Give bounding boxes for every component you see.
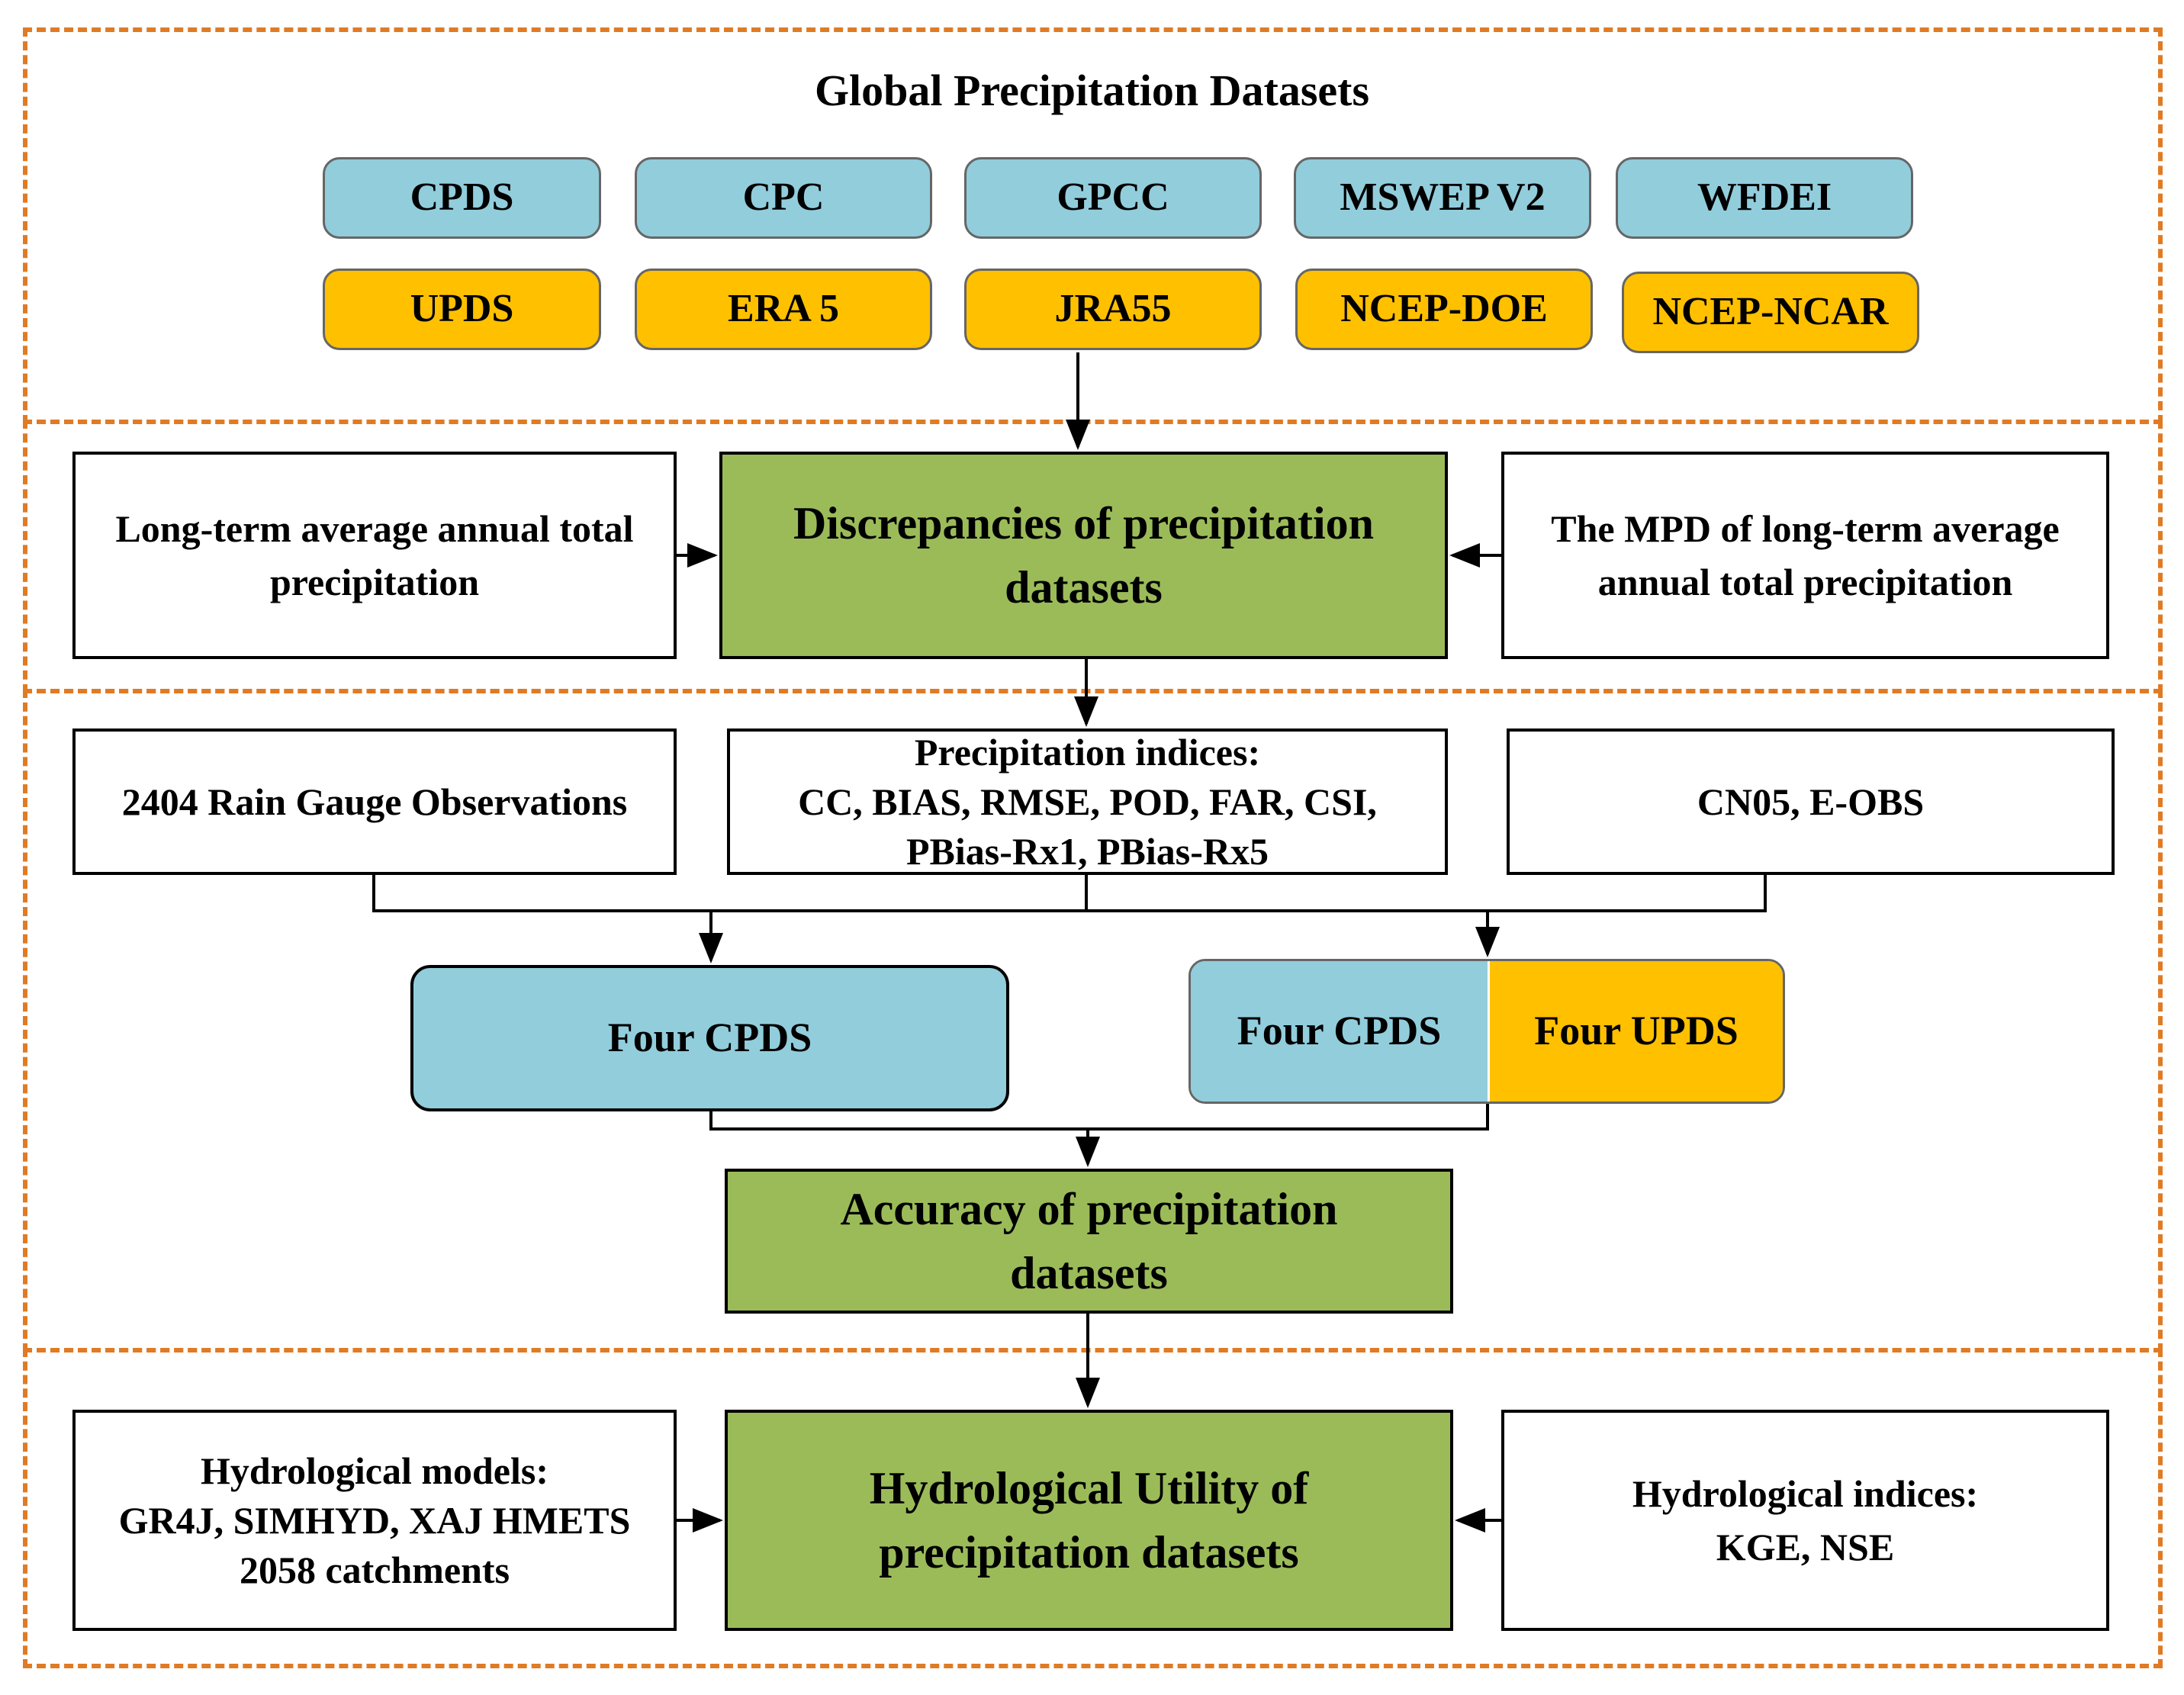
dataset-pill-upds: UPDS (323, 269, 601, 350)
arrow-bus-to-four-cpds (699, 909, 1086, 963)
dataset-pill-gpcc: GPCC (964, 157, 1262, 239)
input-box-precipitation-indices: Precipitation indices: CC, BIAS, RMSE, P… (727, 728, 1448, 875)
wire-four-cpds-to-accuracy (709, 1111, 1088, 1131)
input-box-hydrological-indices: Hydrological indices: KGE, NSE (1501, 1410, 2109, 1631)
result-box-hydrological-utility: Hydrological Utility of precipitation da… (725, 1410, 1453, 1631)
group-half-four-cpds: Four CPDS (1191, 961, 1490, 1102)
dataset-pill-wfdei: WFDEI (1616, 157, 1913, 239)
group-half-four-upds: Four UPDS (1490, 961, 1783, 1102)
dataset-pill-ncep-ncar: NCEP-NCAR (1622, 272, 1919, 353)
dataset-pill-ncep-doe: NCEP-DOE (1295, 269, 1593, 350)
input-box-rain-gauges: 2404 Rain Gauge Observations (72, 728, 677, 875)
dataset-pill-cpc: CPC (635, 157, 932, 239)
result-box-accuracy: Accuracy of precipitation datasets (725, 1169, 1453, 1314)
dataset-pill-mswep: MSWEP V2 (1294, 157, 1591, 239)
dataset-pill-cpds: CPDS (323, 157, 601, 239)
input-box-mpd: The MPD of long-term average annual tota… (1501, 452, 2109, 659)
group-box-cpds-upds: Four CPDS Four UPDS (1188, 959, 1785, 1104)
input-box-hydrological-models: Hydrological models: GR4J, SIMHYD, XAJ H… (72, 1410, 677, 1631)
result-box-discrepancies: Discrepancies of precipitation datasets (719, 452, 1448, 659)
dataset-pill-era5: ERA 5 (635, 269, 932, 350)
input-box-gridded-references: CN05, E-OBS (1507, 728, 2115, 875)
arrow-bus-to-cpds-upds (1086, 909, 1500, 957)
wire-gauges-to-bus (372, 875, 1086, 912)
wire-gridded-to-bus (1086, 875, 1767, 912)
wire-cpds-upds-to-accuracy (1088, 1104, 1489, 1131)
group-box-four-cpds: Four CPDS (410, 965, 1009, 1111)
panel-hydrology (23, 1348, 2163, 1668)
dataset-pill-jra55: JRA55 (964, 269, 1262, 350)
input-box-annual-total: Long-term average annual total precipita… (72, 452, 677, 659)
page-title: Global Precipitation Datasets (814, 66, 1370, 115)
